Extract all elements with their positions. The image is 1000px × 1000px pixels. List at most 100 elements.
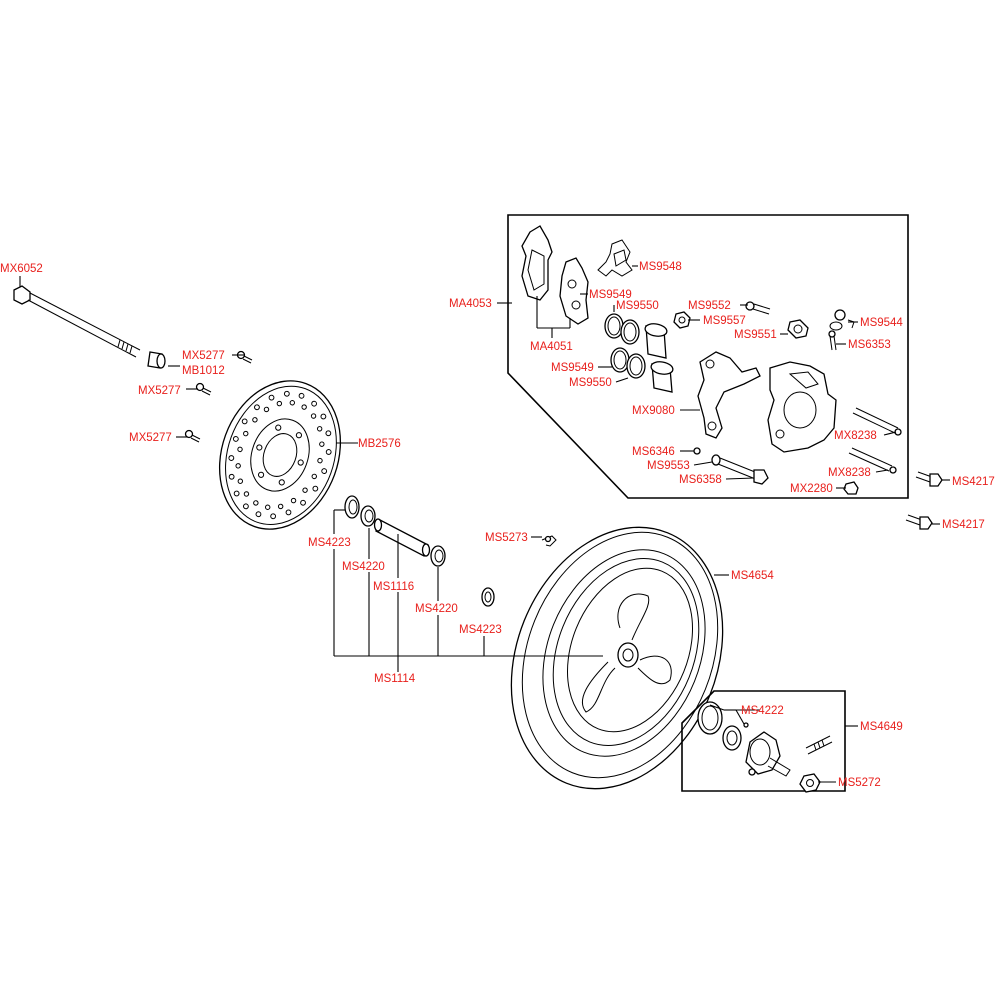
brake-pad-left-part <box>521 225 553 301</box>
label-ms9548: MS9548 <box>639 261 682 273</box>
disc-hole <box>311 473 317 480</box>
disc-hole <box>283 390 290 397</box>
bearing-ms4220-b-part <box>430 545 446 567</box>
disc-hole <box>254 404 260 411</box>
label-ms4217-a: MS4217 <box>952 476 995 488</box>
disc-hole <box>252 417 258 423</box>
clip-ms5273-part <box>541 535 557 547</box>
disc-hole <box>243 491 250 497</box>
brake-pad-right-part <box>559 257 589 325</box>
bolt-mx5277-c-part <box>184 429 201 443</box>
disc-hole <box>228 473 235 480</box>
caliper-body-part <box>767 361 837 453</box>
label-ms4223-a: MS4223 <box>308 537 351 549</box>
label-ms9551: MS9551 <box>734 329 777 341</box>
label-mx2280: MX2280 <box>790 483 833 495</box>
label-ms9550-a: MS9550 <box>616 300 659 312</box>
label-ms4649: MS4649 <box>860 721 903 733</box>
label-mx5277-b: MX5277 <box>138 385 181 397</box>
disc-hole <box>289 400 296 406</box>
disc-hole <box>232 436 239 442</box>
disc-hole <box>256 444 263 451</box>
disc-hole <box>321 468 328 474</box>
disc-hole <box>235 463 241 469</box>
piston-b-part <box>650 361 674 393</box>
seal-ms9550-b-part <box>626 353 646 379</box>
label-ms1116: MS1116 <box>373 581 414 593</box>
label-ms5272: MS5272 <box>838 777 881 789</box>
label-ms4223-b: MS4223 <box>459 624 502 636</box>
disc-hole <box>264 504 271 510</box>
disc-hole <box>317 457 323 464</box>
nut-mx2280-part <box>843 481 859 495</box>
label-ms4222: MS4222 <box>741 705 784 717</box>
wheel-part <box>510 526 724 790</box>
leader-lines <box>19 265 950 783</box>
label-ms9553: MS9553 <box>647 460 690 472</box>
bleeder-ms6353-part <box>828 330 837 351</box>
disc-hole <box>290 497 297 504</box>
disc-hole <box>243 430 249 437</box>
label-ms9549-a: MS9549 <box>589 289 632 301</box>
label-ms4220-b: MS4220 <box>415 603 458 615</box>
seal-ms9550-a-part <box>620 319 640 345</box>
pin-ms4222-part <box>743 722 749 728</box>
washer-ms4222-part <box>722 725 742 751</box>
disc-hole <box>233 490 240 497</box>
piston-a-part <box>644 323 668 359</box>
pin-mx8238-a-part <box>852 407 902 436</box>
disc-hole <box>228 455 235 461</box>
disc-hole <box>278 479 285 486</box>
disc-hole <box>242 503 249 510</box>
label-ms6353: MS6353 <box>848 339 891 351</box>
label-mx6052: MX6052 <box>0 263 43 275</box>
axle-part <box>13 285 141 358</box>
disc-hole <box>295 432 303 439</box>
label-mx9080: MX9080 <box>632 405 675 417</box>
disc-hole <box>319 441 325 447</box>
disc-hole <box>310 413 317 419</box>
label-ms9552: MS9552 <box>688 300 731 312</box>
bolt-ms4217-a-part <box>915 471 943 487</box>
disc-hole <box>300 499 306 506</box>
nut-ms5272-part <box>799 773 821 793</box>
label-mx8238-a: MX8238 <box>834 430 877 442</box>
seal-ms4222-part <box>697 701 723 735</box>
disc-hole <box>257 471 265 478</box>
disc-hole <box>312 485 319 492</box>
disc-hole <box>320 413 327 420</box>
disc-hole <box>241 418 248 425</box>
disc-hole <box>297 459 304 466</box>
disc-hole <box>268 394 275 401</box>
bolt-mx5277-b-part <box>195 382 212 396</box>
caliper-bracket-part <box>697 351 761 439</box>
speedo-drive-part <box>745 731 791 777</box>
disc-hole <box>253 500 259 506</box>
bolt-ms9552-part <box>745 301 771 315</box>
disc-hole <box>237 478 244 484</box>
brake-disc-part <box>218 380 342 530</box>
label-ma4051: MA4051 <box>530 341 573 353</box>
disc-hole <box>325 430 332 437</box>
bolt-ms9557-part <box>673 311 691 329</box>
label-ms5273: MS5273 <box>485 532 528 544</box>
label-ms9557: MS9557 <box>703 315 746 327</box>
label-ms4217-b: MS4217 <box>942 519 985 531</box>
speedo-inset-frame <box>681 690 846 792</box>
bleeder-ms9544-part <box>829 309 855 331</box>
bolt-mx5277-a-part <box>236 350 253 364</box>
disc-hole <box>255 511 262 518</box>
disc-hole <box>285 509 292 516</box>
label-ms9549-b: MS9549 <box>551 362 594 374</box>
part-labels: MX6052 MX5277 MB1012 MX5277 MX5277 MB257… <box>0 261 995 789</box>
pad-spring-ms9548-part <box>597 239 633 277</box>
label-ms9544: MS9544 <box>860 317 903 329</box>
caliper-inset-frame <box>507 214 909 499</box>
disc-hole <box>311 400 318 407</box>
disc-hole <box>277 503 284 510</box>
disc-hole <box>325 449 332 455</box>
washer-ms6346-part <box>693 447 701 455</box>
label-ms9550-b: MS9550 <box>569 377 612 389</box>
bolt-ms4217-b-part <box>905 514 933 530</box>
bearing-ms4220-a-part <box>360 505 376 527</box>
